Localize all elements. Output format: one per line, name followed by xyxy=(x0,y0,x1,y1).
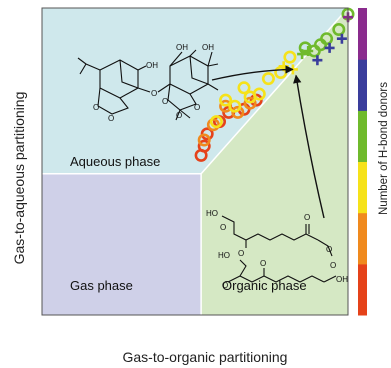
structure-bond xyxy=(137,65,147,71)
data-point-ring xyxy=(219,93,233,107)
structure-bond xyxy=(77,57,101,75)
data-point-ring xyxy=(197,133,211,147)
x-axis-label: Gas-to-organic partitioning xyxy=(123,349,288,365)
structure-atom-label: O xyxy=(108,114,114,123)
structure-bond xyxy=(119,59,139,89)
data-point-cross xyxy=(324,42,335,53)
colorbar-segment xyxy=(358,263,367,316)
gas-phase-label: Gas phase xyxy=(70,278,133,293)
organic-phase-label: Organic phase xyxy=(222,278,307,293)
structure-atom-label: O xyxy=(326,245,332,254)
structure-atom-label: OH xyxy=(336,275,348,284)
colorbar-segment xyxy=(358,8,367,60)
structure-acid-peroxide xyxy=(221,215,337,283)
colorbar-segment xyxy=(358,161,367,214)
colorbar-segment xyxy=(358,110,367,162)
structure-atom-label: OH xyxy=(202,43,214,52)
structure-atom-label: OH xyxy=(176,43,188,52)
structure-dimer-peroxide xyxy=(77,49,219,121)
structure-acid-labels: HO O O O O HO O O O OH xyxy=(206,209,348,290)
data-point-ring xyxy=(228,99,242,113)
data-point-ring xyxy=(209,115,223,129)
y-axis-label: Gas-to-aqueous partitioning xyxy=(11,92,27,265)
structure-atom-label: O xyxy=(194,103,200,112)
data-point-ring xyxy=(231,105,245,119)
structure-atom-label: O xyxy=(176,111,182,120)
data-point-ring xyxy=(283,50,297,64)
data-point-cross xyxy=(297,49,308,60)
data-point-ring xyxy=(197,139,211,153)
data-point-ring xyxy=(252,87,266,101)
structure-atom-label: OH xyxy=(146,61,158,70)
structure-bond xyxy=(221,215,319,241)
structure-bond xyxy=(175,109,191,121)
data-point-ring xyxy=(332,22,346,36)
data-point-ring xyxy=(237,81,251,95)
structure-bond xyxy=(317,239,333,257)
structure-arrow-dimer xyxy=(211,65,294,81)
structure-atom-label: O xyxy=(162,97,168,106)
data-point-ring xyxy=(243,96,257,110)
plot-frame xyxy=(41,7,349,316)
structure-bond xyxy=(239,259,325,283)
gas-phase-region xyxy=(42,173,202,315)
structure-arrow-acid xyxy=(293,74,325,219)
data-point-cross xyxy=(336,33,347,44)
structure-bond xyxy=(137,87,151,93)
data-point-ring xyxy=(320,32,334,46)
structure-atom-label: O xyxy=(330,261,336,270)
colorbar-segment xyxy=(358,212,367,265)
data-point-ring xyxy=(261,72,275,86)
colorbar-label: Number of H-bond donors xyxy=(378,82,390,215)
organic-phase-region xyxy=(201,8,348,315)
structure-atom-label: HO xyxy=(206,209,218,218)
structure-atom-label: O xyxy=(151,89,157,98)
structure-atom-label: HO xyxy=(218,251,230,260)
structure-bond xyxy=(189,55,209,85)
data-point-ring xyxy=(206,118,220,132)
structure-bond xyxy=(305,224,310,234)
structure-bond xyxy=(323,275,337,283)
structure-atom-label: O xyxy=(222,281,228,290)
structure-atom-label: O xyxy=(93,103,99,112)
structure-atom-label: O xyxy=(238,249,244,258)
structure-dimer-labels: OH OH OH O O O O O O xyxy=(93,43,214,123)
colorbar-segment xyxy=(358,59,367,111)
structure-bond xyxy=(169,49,219,91)
structure-bond xyxy=(157,83,171,93)
colorbar xyxy=(358,8,367,316)
structure-atom-label: O xyxy=(304,213,310,222)
data-markers xyxy=(194,7,355,162)
structure-atom-label: O xyxy=(220,223,226,232)
data-point-cross xyxy=(312,55,323,66)
structure-bond xyxy=(227,275,241,283)
data-point-cross xyxy=(303,46,314,56)
structure-bond xyxy=(97,87,129,115)
aqueous-phase-label: Aqueous phase xyxy=(70,154,160,169)
structure-atom-label: O xyxy=(260,259,266,268)
